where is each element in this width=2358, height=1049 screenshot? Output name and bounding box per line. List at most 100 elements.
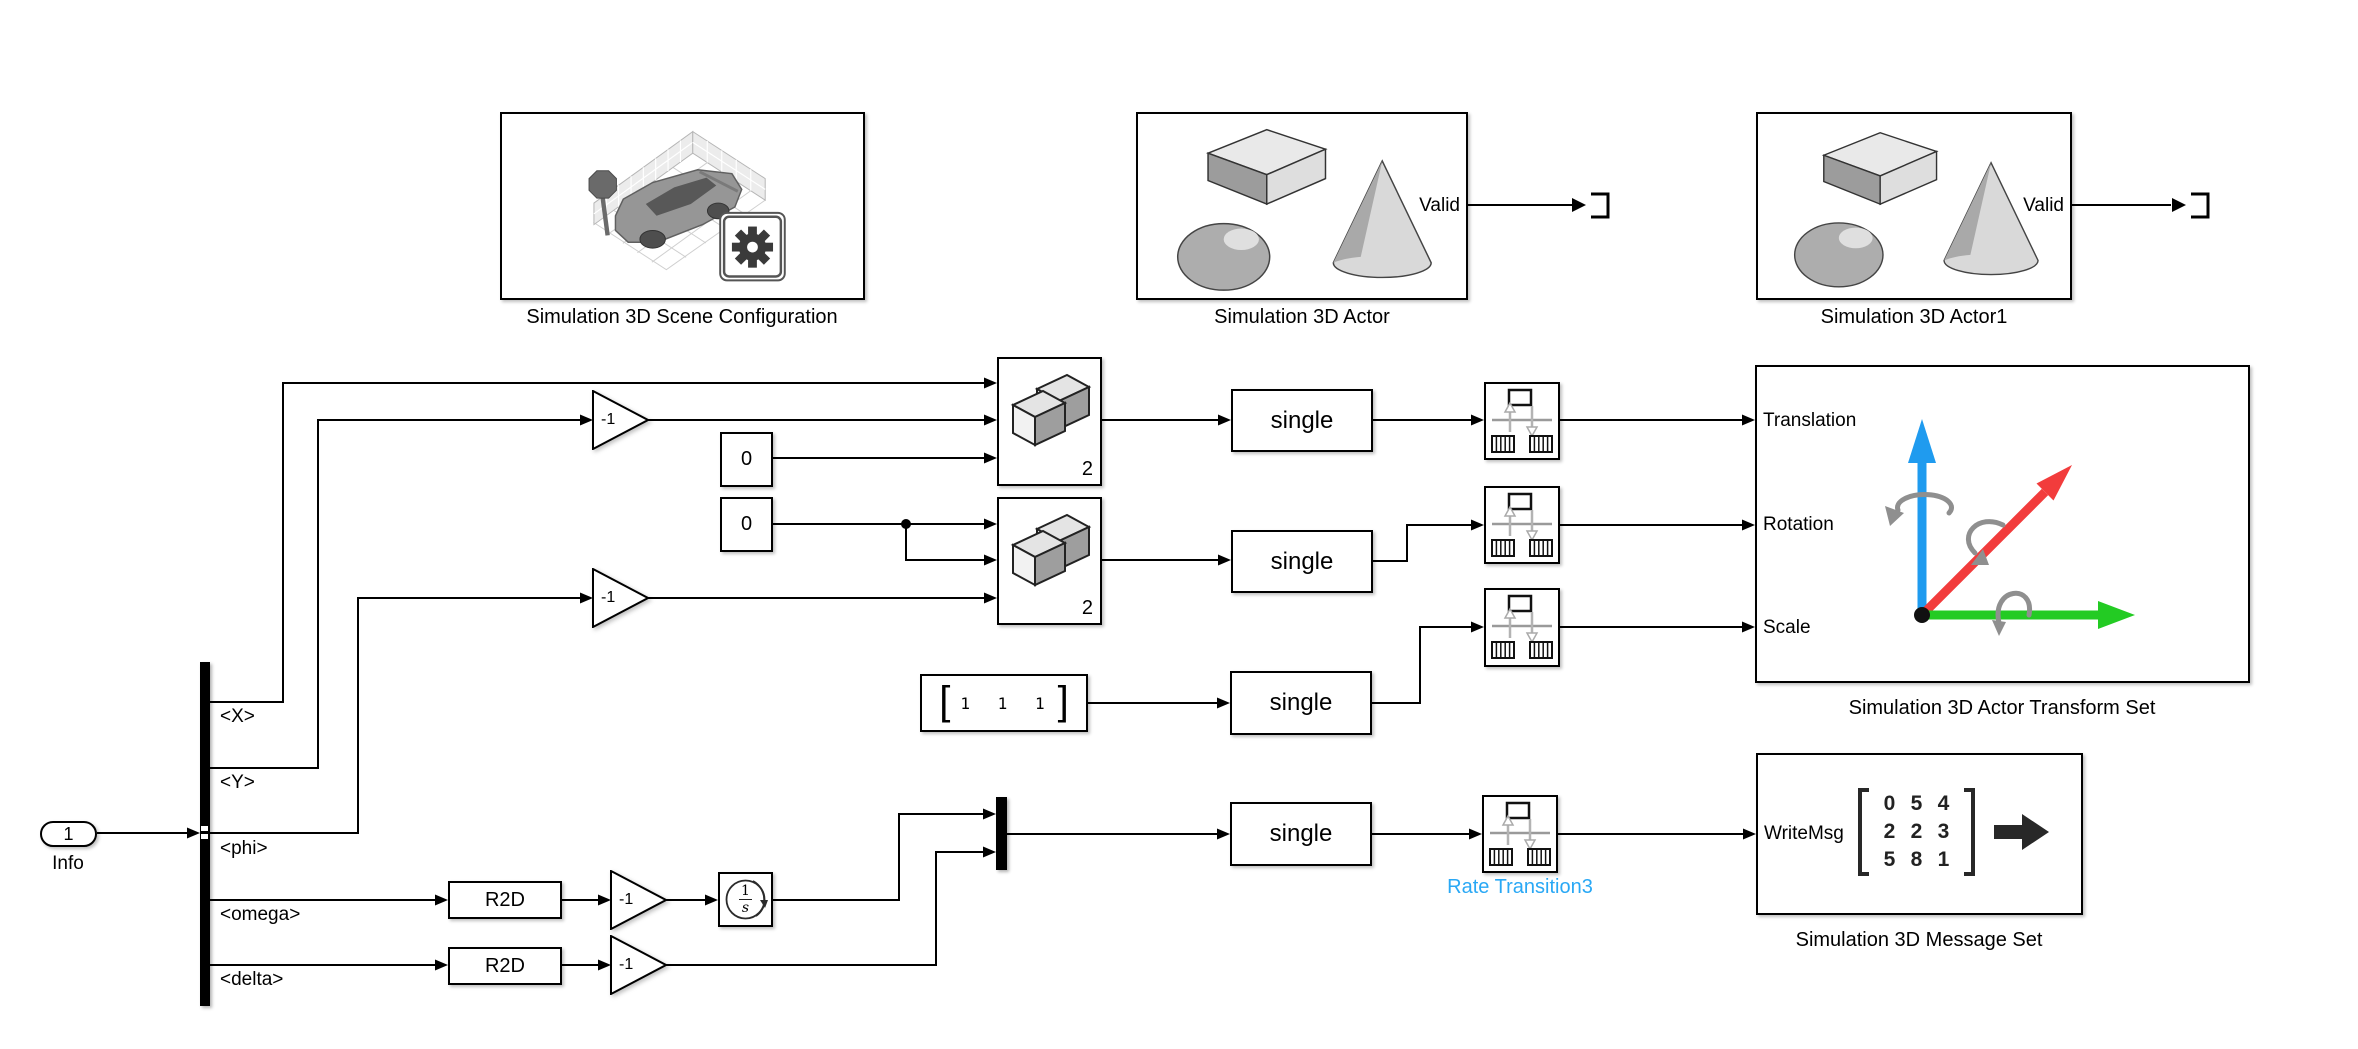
terminator-1[interactable]	[1572, 192, 1612, 219]
convert-single-4-block[interactable]: single	[1230, 802, 1372, 866]
simulation-3d-actor1-block[interactable]	[1756, 112, 2072, 300]
convert-single-1-block[interactable]: single	[1231, 389, 1373, 452]
mux[interactable]	[996, 797, 1007, 870]
rotation-arcs	[1895, 492, 2032, 626]
gear-icon	[719, 211, 786, 282]
car-icon	[614, 169, 743, 249]
gain-2-block[interactable]: -1	[592, 567, 651, 629]
rate-transition-icon	[1491, 492, 1553, 557]
inport-caption: Info	[52, 853, 84, 874]
bus-signal-phi: <phi>	[220, 838, 268, 859]
gain-3-block[interactable]: -1	[610, 869, 669, 931]
wire-bus-phi-to-gain2	[210, 597, 580, 834]
constant-zero-2-value: 0	[740, 513, 753, 535]
branch-dot	[901, 519, 911, 529]
rate-transition3-named-block[interactable]	[1482, 795, 1558, 873]
gain-3-value: -1	[619, 891, 634, 908]
concat-1-count: 2	[1081, 458, 1093, 480]
constant-ones-vector[interactable]: [ 1 1 1 ]	[920, 674, 1088, 732]
bus-input-mark-top	[201, 826, 208, 831]
matrix-concat-2-block[interactable]: 2	[997, 497, 1102, 625]
scene-3d-icon	[588, 130, 786, 282]
gain-1-value: -1	[601, 411, 616, 428]
rate-transition-icon	[1489, 801, 1551, 866]
wire-bus-x-to-concat1	[210, 382, 984, 703]
r2d-1-block[interactable]: R2D	[448, 881, 562, 919]
matrix-cell: 0	[1883, 792, 1896, 815]
rate-transition-1-block[interactable]	[1484, 382, 1560, 460]
wire-const0b-branch	[905, 524, 984, 561]
vector-values: 1 1 1	[960, 693, 1054, 713]
simulation-3d-scene-configuration-block[interactable]	[500, 112, 865, 300]
constant-zero-1-value: 0	[740, 448, 753, 470]
wire-gain4-to-mux	[666, 851, 983, 966]
thick-arrow-icon	[1994, 814, 2049, 850]
bus-signal-omega: <omega>	[220, 904, 301, 925]
matrix-cell: 8	[1910, 848, 1923, 871]
concat-2-count: 2	[1081, 597, 1093, 619]
convert-single-3-block[interactable]: single	[1230, 671, 1372, 735]
inport-number: 1	[63, 823, 74, 844]
transform-set-caption: Simulation 3D Actor Transform Set	[1848, 697, 2156, 719]
transform-port-scale: Scale	[1763, 617, 1811, 638]
wire-integrator-to-mux	[773, 813, 983, 901]
wire-bus-y-to-gain1	[210, 419, 580, 769]
matrix-right-bracket	[1964, 788, 1975, 876]
terminator-2[interactable]	[2172, 192, 2212, 219]
matrix-cell: 2	[1883, 820, 1896, 843]
message-set-caption: Simulation 3D Message Set	[1795, 929, 2043, 951]
bus-signal-delta: <delta>	[220, 969, 284, 990]
matrix-cell: 2	[1910, 820, 1923, 843]
r2d-2-block[interactable]: R2D	[448, 947, 562, 985]
scene-configuration-caption: Simulation 3D Scene Configuration	[526, 306, 838, 328]
matrix-icon: 0 5 4 2 2 3 5 8 1	[1858, 788, 2052, 876]
actor1-caption: Simulation 3D Actor1	[1820, 306, 2008, 328]
matrix-concat-1-block[interactable]: 2	[997, 357, 1102, 486]
gain-1-block[interactable]: -1	[592, 389, 651, 451]
rate-transition3-caption: Rate Transition3	[1447, 876, 1593, 898]
simulation-3d-message-set-block[interactable]: 0 5 4 2 2 3 5 8 1	[1756, 753, 2083, 915]
constant-zero-1[interactable]: 0	[720, 432, 773, 487]
convert-single-3-label: single	[1269, 689, 1333, 716]
matrix-cell: 5	[1910, 792, 1923, 815]
gain-2-value: -1	[601, 589, 616, 606]
rate-transition-icon	[1491, 594, 1553, 659]
xyz-axes-icon	[1885, 419, 2135, 636]
gain-4-value: -1	[619, 956, 634, 973]
rate-transition-2-block[interactable]	[1484, 486, 1560, 564]
bus-signal-x: <X>	[220, 706, 255, 727]
matrix-cell: 1	[1937, 848, 1950, 871]
matrix-cell: 5	[1883, 848, 1896, 871]
message-set-port-writemsg: WriteMsg	[1764, 823, 1844, 844]
matrix-left-bracket	[1858, 788, 1869, 876]
rate-transition-icon	[1491, 388, 1553, 453]
convert-single-2-block[interactable]: single	[1231, 530, 1373, 593]
convert-single-4-label: single	[1269, 820, 1333, 847]
inport-1[interactable]: 1	[40, 821, 97, 847]
constant-zero-2[interactable]: 0	[720, 497, 773, 552]
integrator-block[interactable]: 1 s	[718, 872, 773, 927]
matrix-cell: 3	[1937, 820, 1950, 843]
concat-boxes-icon	[1010, 513, 1092, 587]
transform-port-translation: Translation	[1763, 410, 1857, 431]
convert-single-1-label: single	[1270, 406, 1334, 434]
actor-valid-port-label: Valid	[1419, 195, 1460, 216]
actor1-valid-port-label: Valid	[2023, 195, 2064, 216]
simulation-3d-actor-transform-set-block[interactable]	[1755, 365, 2250, 683]
transform-port-rotation: Rotation	[1763, 514, 1834, 535]
gain-4-block[interactable]: -1	[610, 934, 669, 996]
r2d-2-label: R2D	[484, 954, 525, 977]
one-over-s-label: 1 s	[720, 874, 771, 925]
simulation-3d-actor-block[interactable]	[1136, 112, 1468, 300]
concat-boxes-icon	[1010, 373, 1092, 447]
actor-shapes-icon	[1176, 128, 1432, 291]
wire-single3-to-rt3	[1372, 626, 1471, 704]
r2d-1-label: R2D	[484, 888, 525, 911]
actor1-shapes-icon	[1793, 131, 2039, 288]
wire-single2-to-rt2	[1373, 524, 1471, 562]
convert-single-2-label: single	[1270, 547, 1334, 575]
rate-transition-3-block[interactable]	[1484, 588, 1560, 667]
matrix-cell: 4	[1937, 792, 1950, 815]
